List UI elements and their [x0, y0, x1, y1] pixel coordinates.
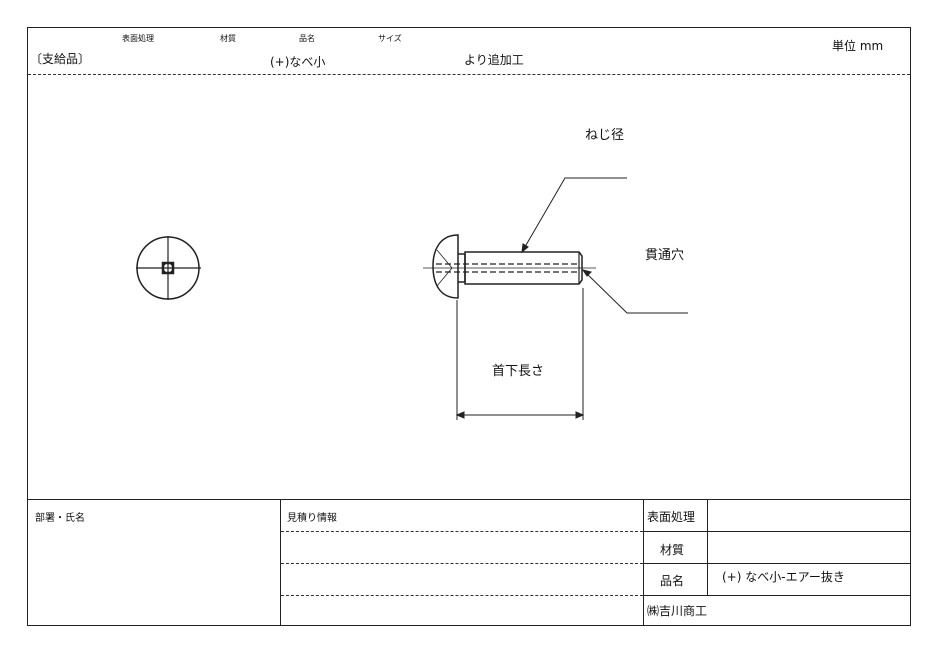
through-hole-label: 貫通穴 [645, 248, 685, 263]
header-label-material: 材質 [220, 34, 236, 43]
process-note: より追加工 [464, 53, 524, 67]
company-name: ㈱吉川商工 [647, 604, 708, 618]
header-label-surface: 表面処理 [122, 34, 154, 43]
header-divider [28, 74, 910, 75]
row-divider [281, 595, 643, 596]
unit-label: 単位 mm [832, 39, 884, 53]
product-name-value: (+) なべ小-エアー抜き [722, 570, 845, 584]
length-label: 首下長さ [492, 364, 545, 379]
row-divider [281, 563, 643, 564]
surface-label: 表面処理 [647, 510, 696, 524]
col-divider [707, 500, 708, 595]
thread-diameter-label: ねじ径 [585, 128, 625, 143]
dept-name-label: 部署・氏名 [35, 513, 85, 524]
row-divider [643, 531, 911, 532]
front-view [136, 236, 201, 300]
row-divider [643, 563, 911, 564]
footer-top-line [28, 499, 910, 500]
row-divider [281, 531, 643, 532]
supplied-label: 〔支給品〕 [30, 52, 91, 66]
product-name-label: 品名 [660, 574, 685, 588]
header-label-size: サイズ [378, 34, 402, 43]
drawing-frame [27, 27, 911, 626]
dimension-lines [455, 177, 688, 420]
side-view [423, 234, 596, 299]
material-label: 材質 [660, 543, 685, 557]
estimate-label: 見積り情報 [287, 513, 337, 524]
row-divider [643, 595, 911, 596]
screw-drawing [136, 177, 688, 420]
col-divider [280, 500, 281, 626]
header-label-name: 品名 [299, 34, 315, 43]
product-name: (+)なべ小 [270, 55, 326, 69]
